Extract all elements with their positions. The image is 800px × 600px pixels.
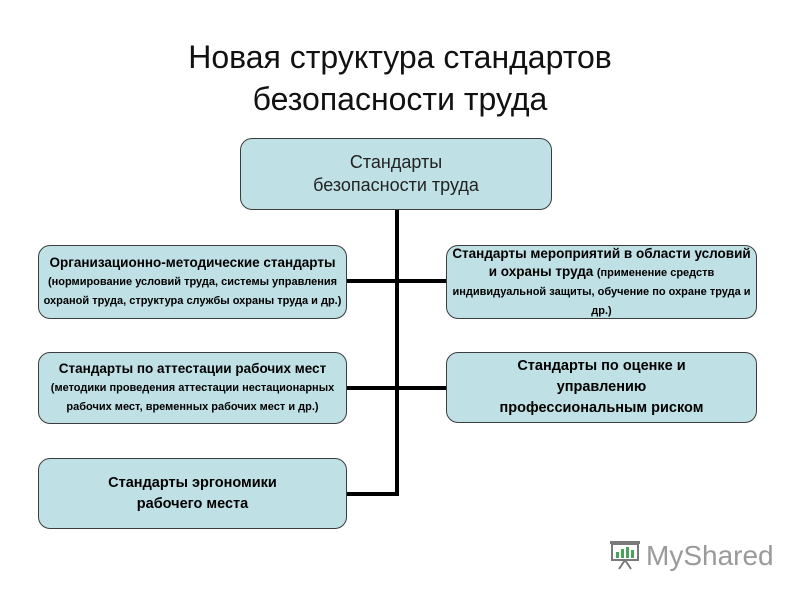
attestation-detail-text: (методики проведения аттестации нестацио… <box>50 382 335 413</box>
title-line-1: Новая структура стандартов <box>188 39 612 75</box>
logo-text: MyShared <box>646 540 774 571</box>
ergonomics-line-1: Стандарты эргономики <box>108 474 277 491</box>
root-line-2: безопасности труда <box>313 175 479 195</box>
title-line-2: безопасности труда <box>252 81 548 117</box>
presentation-board-icon <box>608 538 642 575</box>
ergonomics-node: Стандарты эргономики рабочего места <box>38 458 347 529</box>
org-detail-text: (нормирование условий труда, системы упр… <box>43 276 342 307</box>
ergonomics-line-2: рабочего места <box>136 495 249 512</box>
measures-node: Стандарты мероприятий в области условий … <box>446 245 757 319</box>
page-title: Новая структура стандартов безопасности … <box>0 36 800 120</box>
root-node: Стандарты безопасности труда <box>240 138 552 210</box>
risk-line-1: Стандарты по оценке и <box>517 358 686 374</box>
risk-node: Стандарты по оценке и управлению професс… <box>446 352 757 423</box>
root-line-1: Стандарты <box>349 152 443 172</box>
org-methodical-node: Организационно-методические стандарты (н… <box>38 245 347 319</box>
measures-main-text: Стандарты мероприятий в области условий … <box>452 245 751 279</box>
measures-detail-text: (применение средств индивидуальной защит… <box>452 266 751 317</box>
attestation-node: Стандарты по аттестации рабочих мест (ме… <box>38 352 347 424</box>
risk-line-2: управлению <box>556 379 647 395</box>
myshared-logo: MyShared <box>608 540 774 572</box>
attestation-main-text: Стандарты по аттестации рабочих мест <box>58 361 327 376</box>
risk-line-3: профессиональным риском <box>499 400 704 416</box>
org-main-text: Организационно-методические стандарты <box>49 255 336 270</box>
